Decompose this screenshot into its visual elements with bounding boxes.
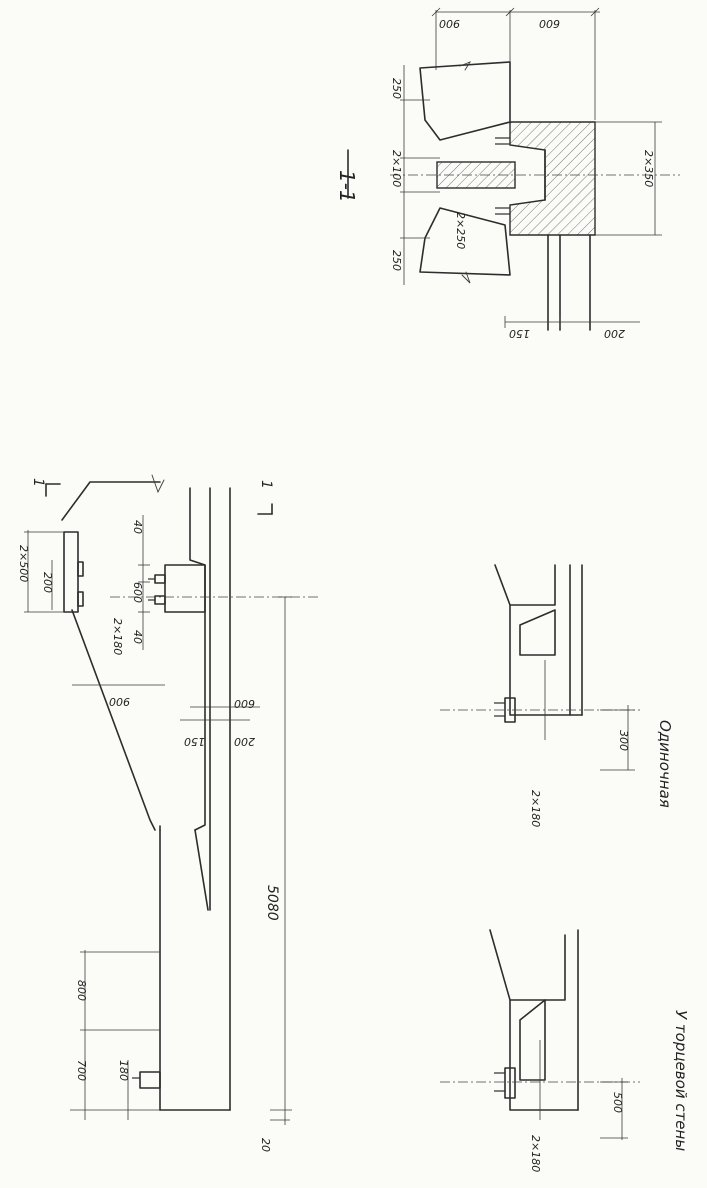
section-upper-beam <box>419 61 511 141</box>
dim-section-bottom-a: 150 <box>509 327 530 340</box>
dim-gap: 600 <box>131 582 144 603</box>
detail-single: 2×180 300 Одиночная <box>440 564 674 827</box>
elevation-inner-edge <box>189 487 206 831</box>
dim-plate-offset: 2×180 <box>111 618 124 655</box>
dim-gap-right: 40 <box>131 630 144 644</box>
svg-text:1: 1 <box>258 480 274 489</box>
section-title: 1-1 <box>335 170 359 203</box>
dim-slope-len: 900 <box>109 695 130 708</box>
elevation-top-plate <box>63 531 79 613</box>
elevation-depth-dims: 900 600 150 200 <box>72 684 260 748</box>
dim-section-left-mid: 2×100 <box>390 150 403 187</box>
dim-single-height: 300 <box>617 730 630 751</box>
dim-plate-inner: 200 <box>41 572 54 593</box>
dim-section-bottom-b: 200 <box>604 327 625 340</box>
elevation-slope-edge <box>71 609 156 831</box>
detail-end-wall-plate <box>504 1067 516 1099</box>
section-top-dims: 900 600 <box>431 7 600 120</box>
dim-section-top-b: 600 <box>539 17 560 30</box>
dim-end-bolt: 180 <box>117 1060 130 1081</box>
section-left-dims: 250 2×100 250 2×250 <box>390 65 467 285</box>
svg-text:1: 1 <box>30 478 46 487</box>
cut-mark-bottom: 1 <box>257 480 274 515</box>
elevation-beam-top-edge <box>61 481 161 521</box>
dim-section-left-top: 250 <box>390 78 403 99</box>
detail-single-caption: Одиночная <box>656 720 674 808</box>
dim-section-left-bot: 250 <box>390 250 403 271</box>
dim-section-top-a: 900 <box>439 17 460 30</box>
dim-depth-a: 600 <box>234 697 255 710</box>
elevation-end-plate <box>139 1071 161 1089</box>
dim-plate-width: 2×500 <box>17 545 30 582</box>
elevation-span-dim: 5080 <box>264 596 292 1125</box>
elevation-column-head <box>164 564 206 613</box>
dim-section-right: 2×350 <box>642 150 655 187</box>
elevation-top-dims: 2×500 200 <box>17 530 64 613</box>
dim-end-wall-offset: 2×180 <box>529 1135 542 1172</box>
dim-end-b: 700 <box>75 1060 88 1081</box>
detail-end-wall-caption: У торцевой стены <box>672 1010 690 1151</box>
dim-gap-left: 40 <box>131 520 144 534</box>
detail-end-wall: 2×180 500 У торцевой стены <box>440 929 690 1172</box>
section-bolts <box>495 137 510 215</box>
dim-end-offset: 20 <box>259 1138 272 1152</box>
dim-depth-c: 200 <box>234 735 255 748</box>
dim-depth-b: 150 <box>184 735 205 748</box>
section-1-1: 1-1 900 600 <box>335 7 680 340</box>
cut-mark-top: 1 <box>30 478 61 497</box>
main-elevation: 1 1 <box>17 474 320 1152</box>
elevation-end-dims: 800 700 180 20 <box>70 950 290 1152</box>
section-lower-beam <box>419 207 511 276</box>
section-right-dims: 2×350 <box>595 121 662 236</box>
dim-end-wall-height: 500 <box>611 1092 624 1113</box>
section-bottom-dims: 150 200 <box>504 316 640 340</box>
section-column-head <box>509 121 596 236</box>
dim-section-inner: 2×250 <box>454 212 467 249</box>
dim-span: 5080 <box>264 885 280 921</box>
dim-single-offset: 2×180 <box>529 790 542 827</box>
dim-end-a: 800 <box>75 980 88 1001</box>
elevation-gap-dims: 40 600 40 2×180 <box>111 515 150 655</box>
